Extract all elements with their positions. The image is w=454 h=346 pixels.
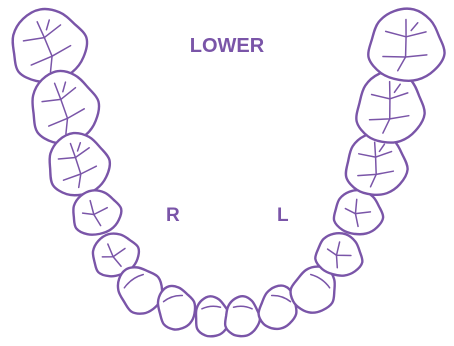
tooth-outline [224, 295, 262, 338]
right-side-label: R [166, 205, 180, 227]
arch-title: LOWER [0, 35, 454, 58]
tooth-left-central-incisor[interactable] [224, 295, 262, 338]
left-side-label: L [277, 205, 289, 227]
